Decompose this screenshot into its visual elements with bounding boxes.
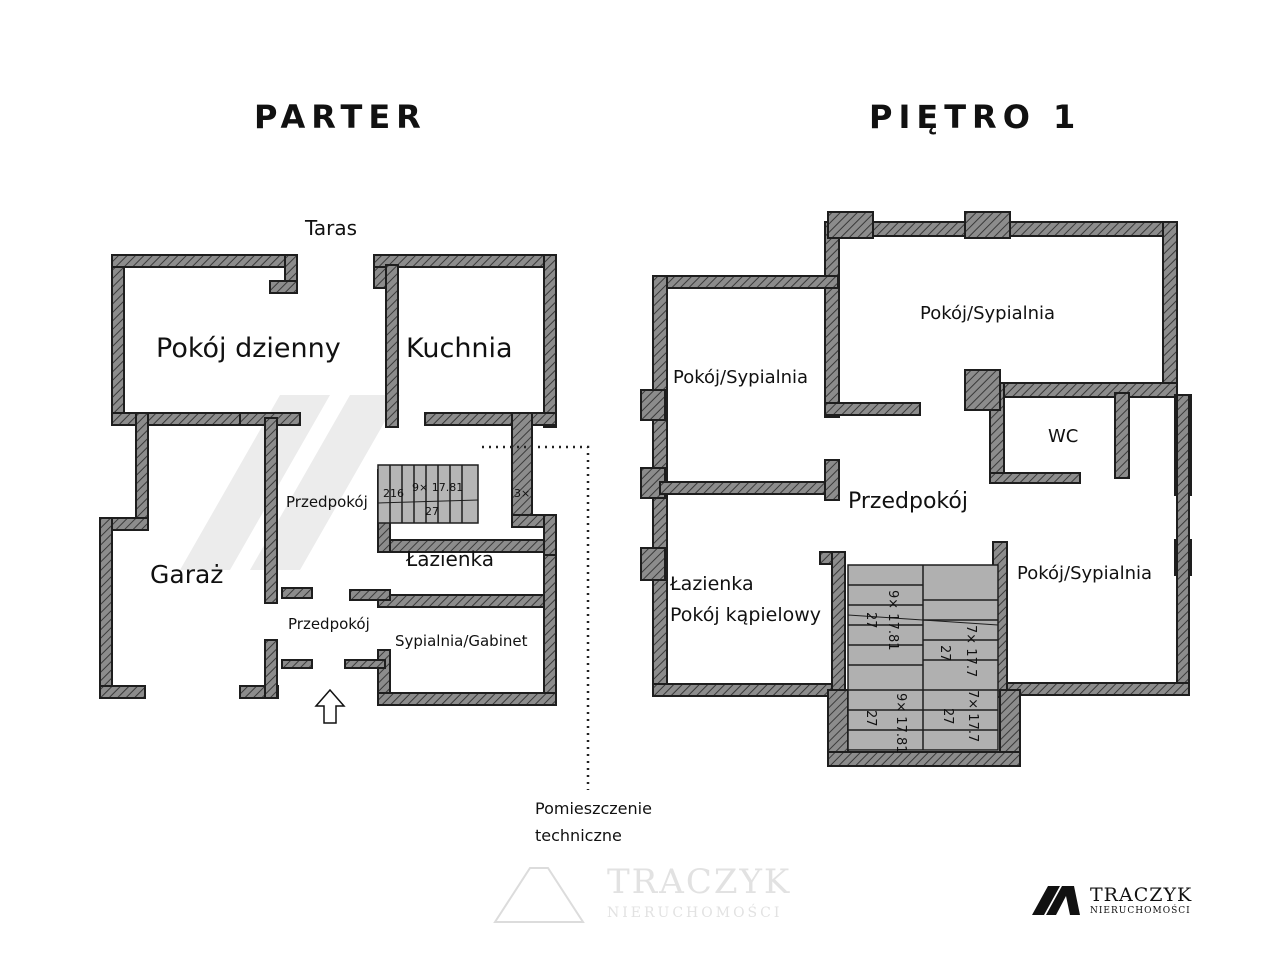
stair-ground-count: 3×	[514, 487, 531, 500]
label-bedroom-left: Pokój/Sypialnia	[673, 367, 809, 388]
ground-stair	[377, 464, 479, 524]
first-floor-walls	[640, 211, 1192, 767]
brand-name: TRACZYK	[1090, 884, 1193, 906]
label-bathroom-first-line2: Pokój kąpielowy	[670, 604, 822, 626]
stair-first-rise-b: 7× 17.7	[963, 625, 978, 678]
watermark-brand-name: TRACZYK	[607, 862, 792, 902]
stair-first-rise-a: 9× 17.81	[885, 590, 900, 651]
label-technical-room-line1: Pomieszczenie	[535, 799, 652, 818]
stair-ground-rise: 9× 17.81	[412, 481, 464, 494]
stair-first-tread-b: 27	[937, 645, 952, 662]
watermark-brand-subtitle: NIERUCHOMOŚCI	[607, 905, 783, 921]
label-bedroom-right: Pokój/Sypialnia	[1017, 563, 1153, 584]
stair-first-tread-c: 27	[863, 710, 878, 727]
first-floor-heading: PIĘTRO 1	[869, 98, 1082, 136]
label-garage: Garaż	[150, 560, 224, 589]
label-bedroom-office: Sypialnia/Gabinet	[395, 632, 528, 650]
brand-subtitle: NIERUCHOMOŚCI	[1090, 906, 1191, 916]
stair-ground-width: 216	[383, 487, 404, 500]
label-technical-room-line2: techniczne	[535, 826, 622, 845]
label-hall-upper: Przedpokój	[286, 493, 368, 511]
watermark-logo	[180, 395, 400, 570]
label-hall-first: Przedpokój	[848, 489, 968, 514]
label-bedroom-top: Pokój/Sypialnia	[920, 303, 1056, 324]
brand-logo-icon	[1032, 886, 1080, 915]
label-bathroom-ground: Łazienka	[406, 547, 495, 571]
stair-first-tread-d: 27	[940, 708, 955, 725]
label-wc: WC	[1048, 426, 1079, 447]
technical-room-leader	[482, 445, 590, 790]
ground-floor-walls	[99, 254, 557, 706]
stair-ground-tread: 27	[425, 505, 439, 518]
entrance-arrow-icon	[314, 688, 346, 724]
stair-first-tread-a: 27	[863, 612, 878, 629]
label-kitchen: Kuchnia	[406, 333, 513, 364]
label-living-room: Pokój dzienny	[156, 333, 341, 364]
label-terrace: Taras	[305, 216, 358, 240]
first-floor-stair	[847, 564, 999, 751]
ground-floor-heading: PARTER	[254, 98, 427, 136]
stair-first-rise-d: 7× 17.7	[965, 690, 980, 743]
stair-first-rise-c: 9× 17.81	[893, 693, 908, 754]
label-hall-lower: Przedpokój	[288, 615, 370, 633]
label-bathroom-first-line1: Łazienka	[670, 573, 754, 595]
bottom-watermark-icon	[493, 867, 585, 923]
